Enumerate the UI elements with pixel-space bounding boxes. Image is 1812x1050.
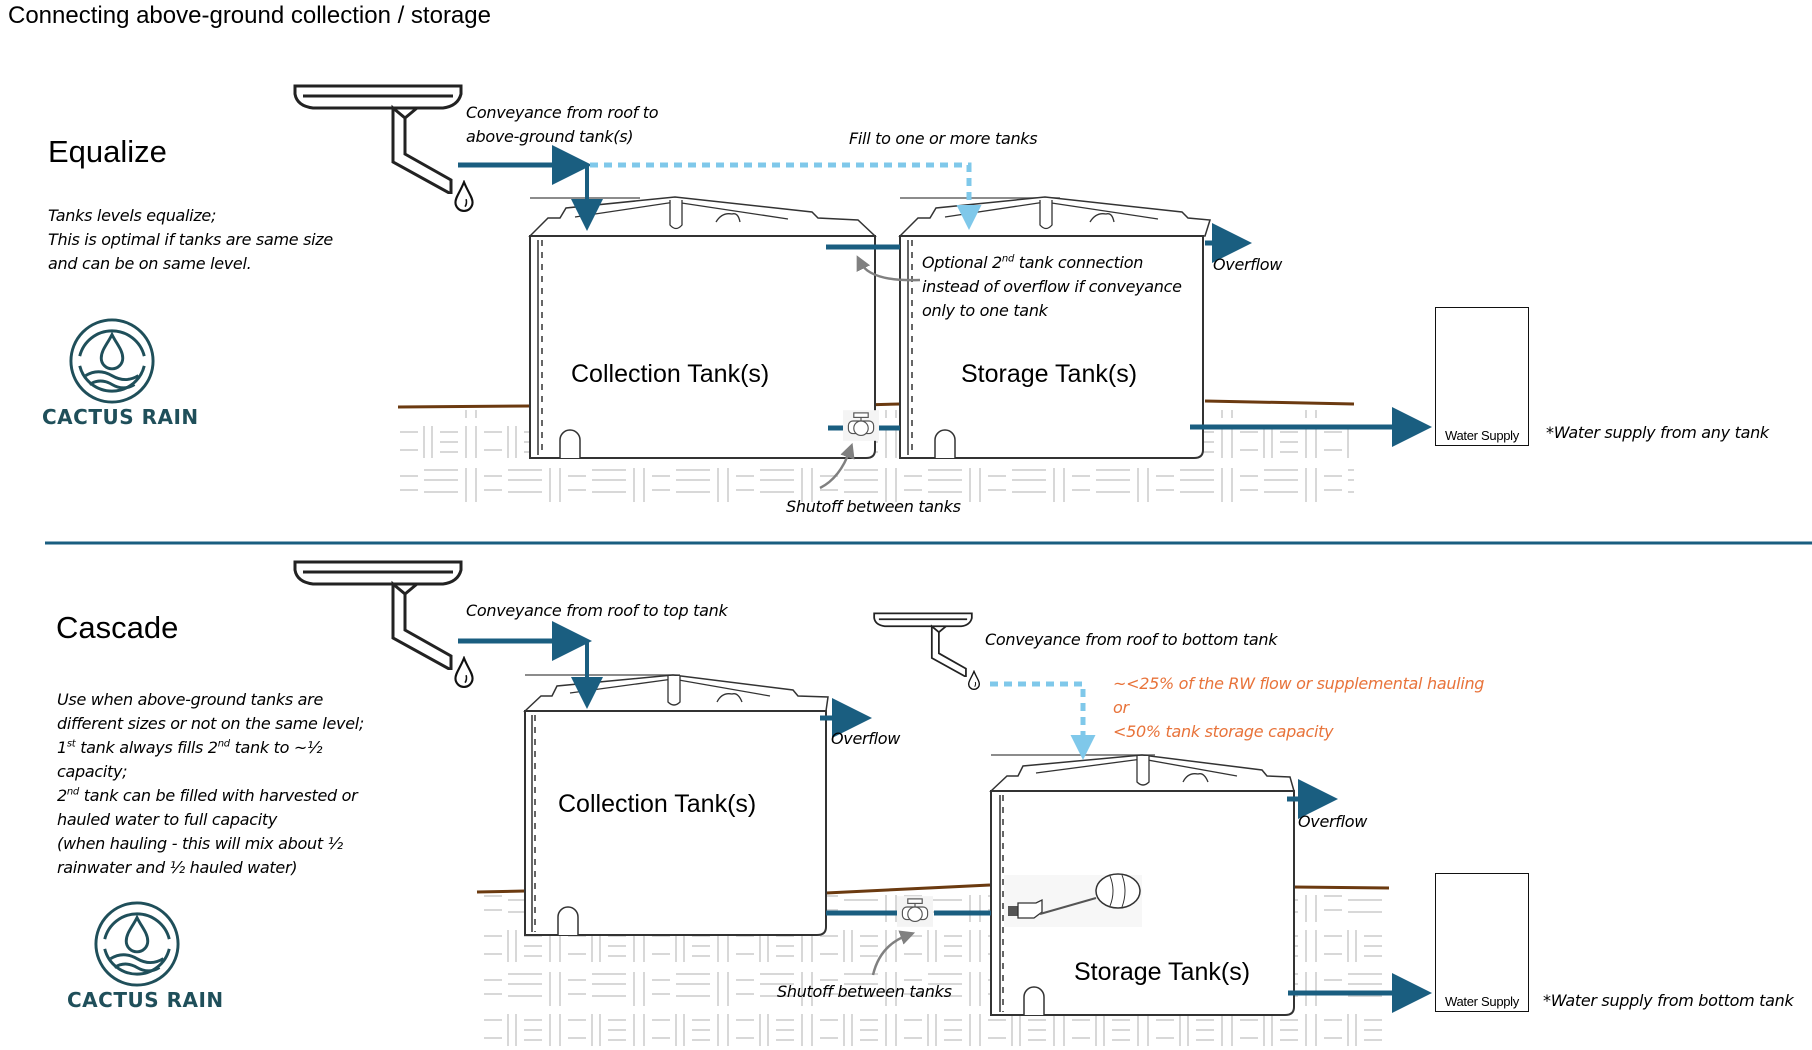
water-drop-icon	[454, 657, 474, 688]
cascade-description-line: rainwater and ½ hauled water)	[57, 858, 298, 877]
optional-connection-line: only to one tank	[922, 301, 1048, 320]
ground-line-cascade-mid	[825, 883, 991, 895]
cascade-description-line: 1st tank always fills 2nd tank to ~½	[57, 736, 364, 760]
water-supply-box-cascade: Water Supply	[1435, 873, 1529, 1012]
water-supply-note-equalize: *Water supply from any tank	[1546, 423, 1769, 442]
text-fragment: tank always fills 2	[75, 738, 218, 757]
overflow-label-equalize: Overflow	[1213, 255, 1283, 274]
overflow-label-cascade-bottom: Overflow	[1298, 812, 1368, 831]
supplemental-note: ~<25% of the RW flow or supplemental hau…	[1113, 672, 1484, 744]
storage-tank-label-equalize: Storage Tank(s)	[961, 360, 1138, 388]
conveyance-top-label: Conveyance from roof to top tank	[466, 601, 728, 620]
text-fragment: tank can be filled with harvested or	[78, 786, 358, 805]
text-fragment: 1	[57, 738, 67, 757]
supplemental-note-line: or	[1113, 698, 1129, 717]
ground-line-equalize-right	[1204, 399, 1355, 406]
cactus-rain-logo-icon	[69, 318, 155, 404]
text-fragment: tank connection	[1014, 253, 1144, 272]
cascade-description-line: hauled water to full capacity	[57, 810, 278, 829]
shutoff-label-equalize: Shutoff between tanks	[786, 497, 961, 516]
cactus-rain-logo-icon	[94, 901, 180, 987]
superscript: st	[66, 738, 76, 750]
collection-tank-label-equalize: Collection Tank(s)	[571, 360, 770, 388]
gutter-downspout-icon	[293, 560, 463, 670]
section-heading-equalize: Equalize	[48, 134, 167, 169]
overflow-label-cascade-top: Overflow	[831, 729, 901, 748]
cascade-description-line: Use when above-ground tanks are	[57, 690, 323, 709]
cascade-description-line: different sizes or not on the same level…	[57, 714, 364, 733]
shutoff-label-cascade: Shutoff between tanks	[777, 982, 952, 1001]
ground-line-equalize-left	[397, 404, 531, 409]
gutter-downspout-icon	[293, 84, 463, 194]
optional-connection-note: Optional 2nd tank connection instead of …	[922, 251, 1182, 323]
shutoff-valve-icon	[897, 896, 933, 927]
collection-tank-equalize	[528, 196, 877, 459]
cascade-description-line: (when hauling - this will mix about ½	[57, 834, 343, 853]
cascade-description-line: 2nd tank can be filled with harvested or	[57, 784, 364, 808]
water-supply-label: Water Supply	[1445, 428, 1519, 443]
fill-label: Fill to one or more tanks	[849, 129, 1038, 148]
equalize-description-line: Tanks levels equalize;	[48, 206, 217, 225]
text-fragment: Optional 2	[922, 253, 1002, 272]
page-title: Connecting above-ground collection / sto…	[8, 2, 491, 29]
conveyance-label-line: above-ground tank(s)	[466, 127, 634, 146]
equalize-description: Tanks levels equalize; This is optimal i…	[48, 204, 333, 276]
collection-tank-cascade	[523, 674, 829, 936]
optional-connection-annotation-arrow	[856, 255, 921, 282]
optional-connection-line: instead of overflow if conveyance	[922, 277, 1182, 296]
ground-line-cascade-right	[1292, 885, 1390, 890]
section-heading-cascade: Cascade	[56, 610, 179, 645]
water-drop-icon	[454, 181, 474, 212]
fill-dashed-flow-equalize	[590, 162, 982, 230]
water-supply-label: Water Supply	[1445, 994, 1519, 1009]
conveyance-label-line: Conveyance from roof to	[466, 103, 659, 122]
text-fragment: tank to ~½	[229, 738, 323, 757]
superscript: nd	[66, 786, 79, 798]
collection-tank-label-cascade: Collection Tank(s)	[558, 790, 757, 818]
cascade-description: Use when above-ground tanks are differen…	[57, 688, 364, 880]
logo-text: CACTUS RAIN	[42, 405, 199, 429]
storage-tank-equalize	[898, 196, 1211, 459]
storage-tank-label-cascade: Storage Tank(s)	[1074, 958, 1251, 986]
equalize-description-line: This is optimal if tanks are same size	[48, 230, 333, 249]
small-gutter-downspout-icon	[873, 612, 973, 677]
superscript: nd	[1001, 253, 1015, 265]
supplemental-dashed-flow	[990, 681, 1096, 760]
shutoff-annotation-arrow-equalize	[819, 442, 855, 490]
storage-tank-cascade	[989, 754, 1295, 1016]
text-fragment: 2	[57, 786, 67, 805]
ground-line-cascade-left	[476, 889, 526, 894]
shutoff-valve-icon	[843, 410, 879, 441]
conveyance-bottom-label: Conveyance from roof to bottom tank	[985, 630, 1278, 649]
equalize-description-line: and can be on same level.	[48, 254, 252, 273]
logo-text: CACTUS RAIN	[67, 988, 224, 1012]
supplemental-note-line: <50% tank storage capacity	[1113, 722, 1334, 741]
water-supply-note-cascade: *Water supply from bottom tank	[1543, 991, 1794, 1010]
supplemental-note-line: ~<25% of the RW flow or supplemental hau…	[1113, 674, 1485, 693]
water-supply-box-equalize: Water Supply	[1435, 307, 1529, 446]
float-valve-icon	[1004, 873, 1142, 927]
optional-connection-line: Optional 2nd tank connection	[922, 251, 1182, 275]
water-drop-icon	[967, 670, 981, 690]
superscript: nd	[217, 738, 230, 750]
shutoff-annotation-arrow-cascade	[871, 930, 916, 976]
conveyance-label-equalize: Conveyance from roof to above-ground tan…	[466, 101, 659, 149]
cascade-description-line: capacity;	[57, 762, 128, 781]
